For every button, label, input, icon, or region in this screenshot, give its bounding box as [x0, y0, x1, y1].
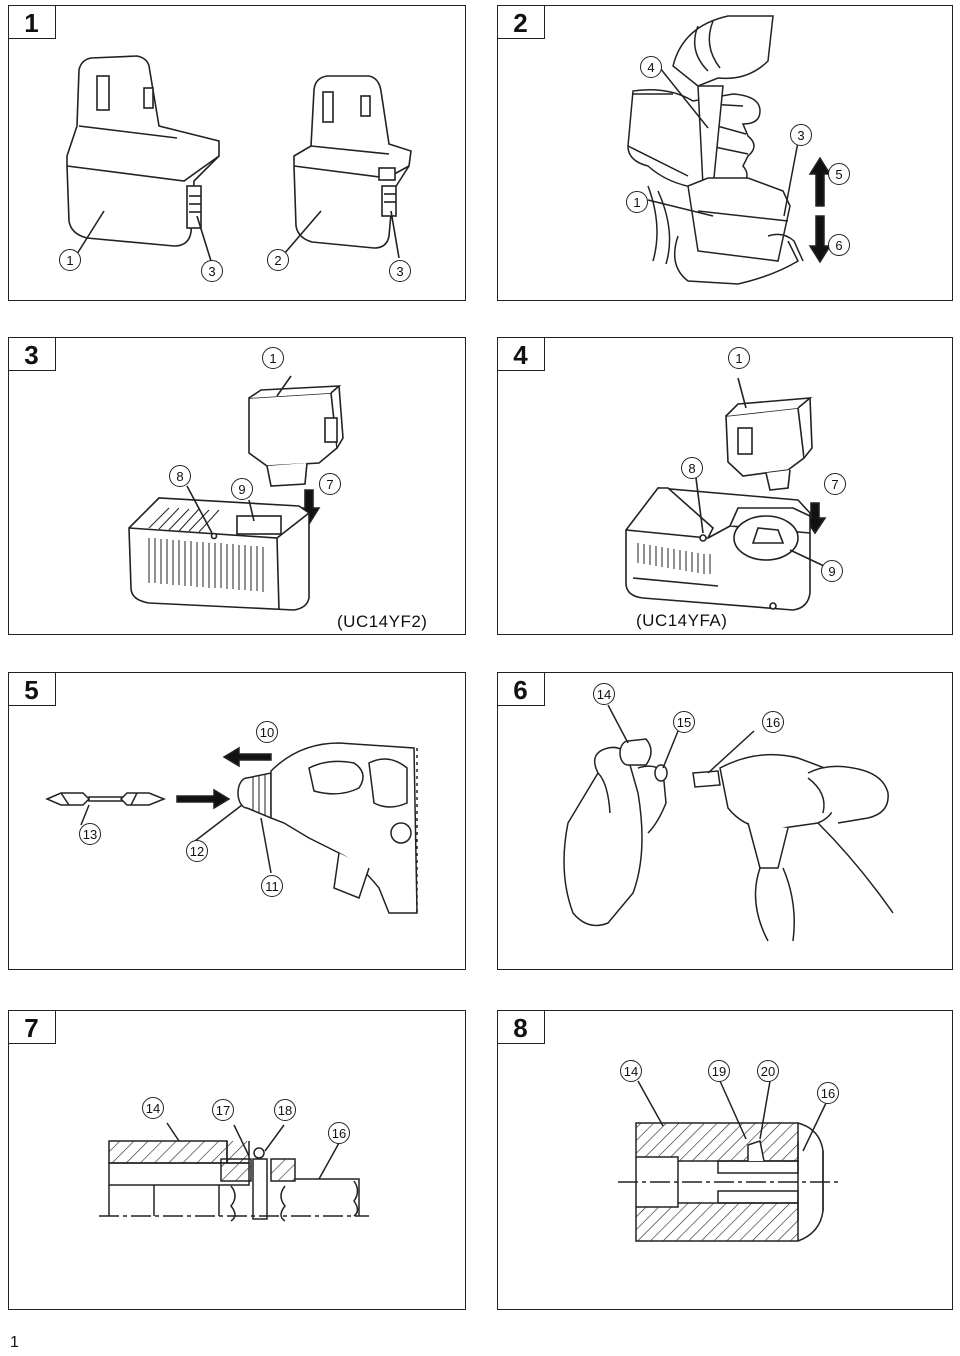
callout-8: 8	[169, 465, 191, 487]
panel-number: 8	[496, 1009, 545, 1044]
panel-number: 3	[7, 336, 56, 371]
callout-14: 14	[593, 683, 615, 705]
callout-9: 9	[231, 478, 253, 500]
callout-4: 4	[640, 56, 662, 78]
tool-battery-install-illustration	[627, 15, 832, 285]
figure-panel-5: 5	[7, 671, 466, 970]
panel-number: 7	[7, 1009, 56, 1044]
charger-uc14yfa-illustration	[625, 377, 827, 611]
callout-5: 5	[828, 163, 850, 185]
figure-panel-1: 1 1 3 2 3	[7, 4, 466, 301]
callout-1: 1	[626, 191, 648, 213]
callout-1: 1	[728, 347, 750, 369]
page-number: 1	[10, 1334, 19, 1351]
callout-19: 19	[708, 1060, 730, 1082]
callout-1: 1	[59, 249, 81, 271]
callout-9: 9	[821, 560, 843, 582]
figure-panel-6: 6 14 15 16	[496, 671, 953, 970]
callout-3: 3	[790, 124, 812, 146]
callout-16: 16	[817, 1082, 839, 1104]
callout-14: 14	[142, 1097, 164, 1119]
callout-1: 1	[262, 347, 284, 369]
panel-number: 5	[7, 671, 56, 706]
figure-panel-7: 7 14 17 18	[7, 1009, 466, 1310]
socket-section-view-pin-ring	[99, 1122, 369, 1222]
callout-6: 6	[828, 234, 850, 256]
panel-number: 6	[496, 671, 545, 706]
callout-10: 10	[256, 721, 278, 743]
bit-insertion-illustration	[45, 742, 418, 914]
panel-number: 4	[496, 336, 545, 371]
callout-7: 7	[319, 473, 341, 495]
figure-panel-3: 3	[7, 336, 466, 635]
callout-8: 8	[681, 457, 703, 479]
figure-panel-8: 8 14 19 20 16	[496, 1009, 953, 1310]
callout-13: 13	[79, 823, 101, 845]
figure-panel-2: 2	[496, 4, 953, 301]
panel-number: 1	[7, 4, 56, 39]
socket-section-view-ball	[618, 1080, 838, 1242]
callout-7: 7	[824, 473, 846, 495]
callout-2: 2	[267, 249, 289, 271]
figure-panel-4: 4	[496, 336, 953, 635]
socket-installation-illustration	[563, 704, 894, 942]
callout-15: 15	[673, 711, 695, 733]
callout-11: 11	[261, 875, 283, 897]
callout-16: 16	[328, 1122, 350, 1144]
callout-3: 3	[201, 260, 223, 282]
callout-3: 3	[389, 260, 411, 282]
callout-18: 18	[274, 1099, 296, 1121]
charger-model-label: (UC14YF2)	[337, 612, 428, 631]
callout-20: 20	[757, 1060, 779, 1082]
callout-12: 12	[186, 840, 208, 862]
charger-model-label: (UC14YFA)	[636, 611, 728, 630]
callout-17: 17	[212, 1099, 234, 1121]
callout-14: 14	[620, 1060, 642, 1082]
charger-uc14yf2-illustration	[128, 375, 344, 611]
callout-16: 16	[762, 711, 784, 733]
battery-illustration	[66, 55, 412, 262]
panel-number: 2	[496, 4, 545, 39]
